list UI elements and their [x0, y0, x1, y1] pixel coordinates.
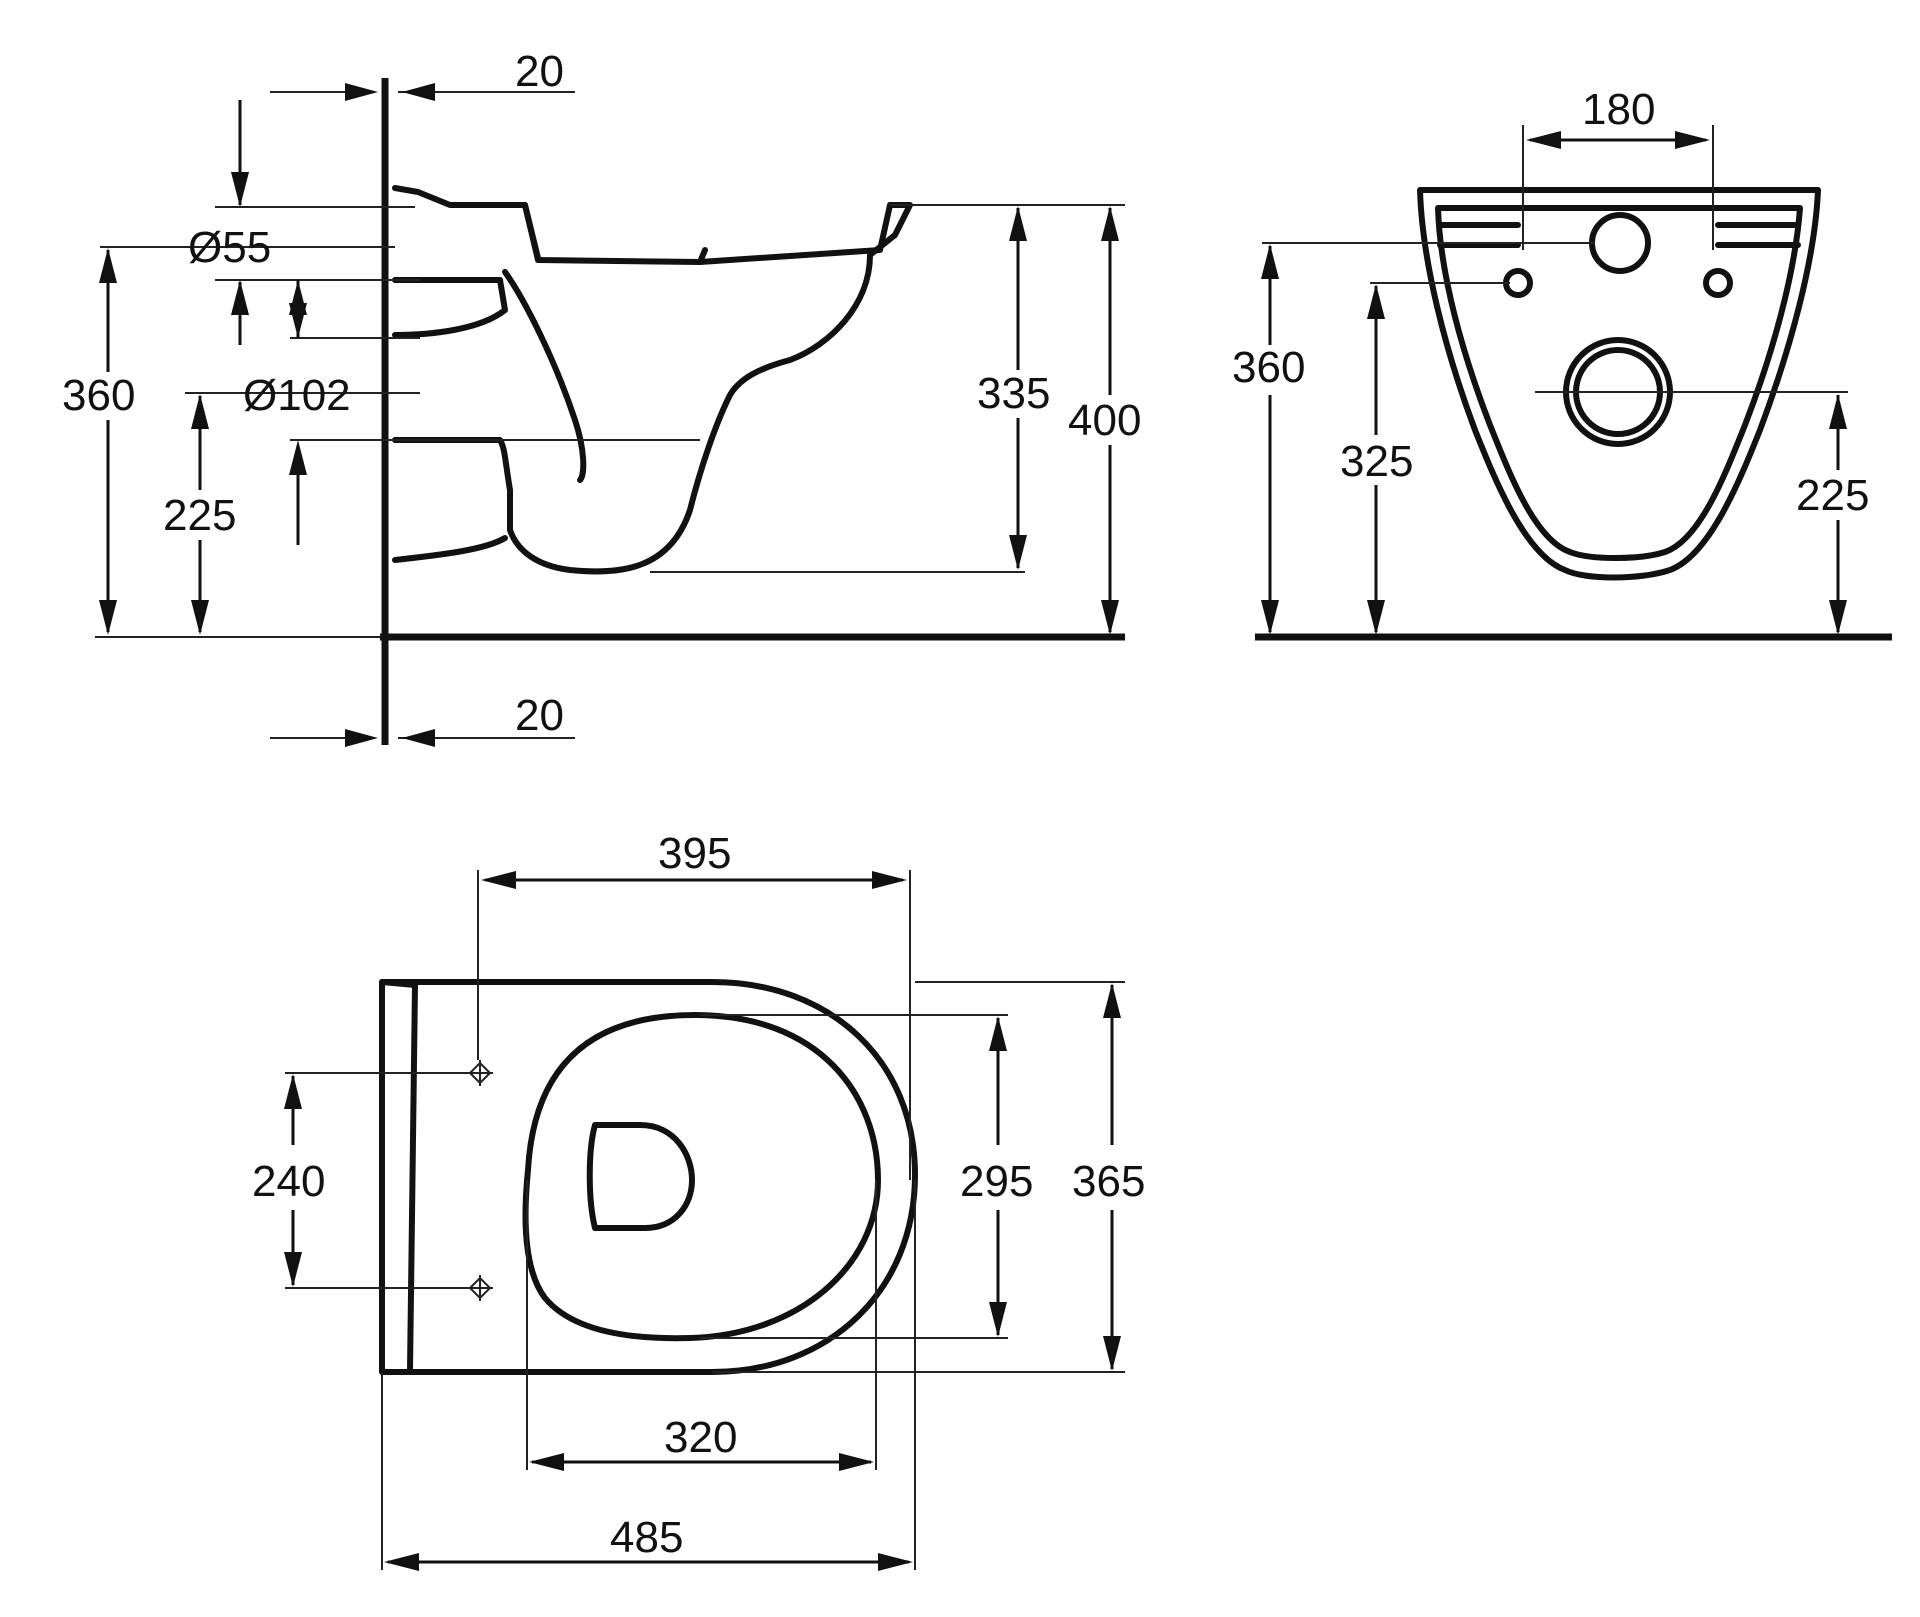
- rear-outer-outline: [1417, 187, 1821, 581]
- top-seat-outline: [522, 1012, 881, 1342]
- side-rim-top: [522, 202, 708, 265]
- rear-view: 180 360 325 225: [1232, 85, 1892, 641]
- side-bowl-outline: [392, 185, 913, 575]
- rear-arrows: [1261, 131, 1847, 635]
- rear-right-slot: [1715, 222, 1801, 248]
- top-arrows: [284, 871, 1121, 1571]
- dim-bowl-length: 395: [658, 829, 731, 878]
- top-outer-outline: [379, 979, 918, 1375]
- top-bowl-opening: [586, 1122, 695, 1231]
- dim-overall-width: 365: [1072, 1157, 1145, 1206]
- side-trap-inner: [502, 269, 587, 483]
- dim-overall-length: 485: [610, 1513, 683, 1562]
- dim-inlet-diameter: Ø55: [188, 223, 271, 272]
- side-bowl-base: [392, 535, 508, 563]
- side-arrows: [99, 83, 1119, 747]
- dim-side-inlet-height: 360: [62, 371, 135, 420]
- dim-seat-length: 320: [664, 1413, 737, 1462]
- side-inlet-stub: [392, 277, 508, 338]
- dim-outlet-diameter: Ø102: [243, 371, 351, 420]
- dim-wall-offset-top: 20: [515, 47, 564, 96]
- dim-bolt-spacing: 180: [1582, 85, 1655, 134]
- side-view: 20 20 Ø55 Ø102 360 225 335 400: [62, 47, 1141, 747]
- rear-guide-lines: [1262, 125, 1848, 393]
- top-back-plate: [379, 979, 418, 1373]
- dim-seat-width: 295: [960, 1157, 1033, 1206]
- dim-rear-bolt-height: 325: [1340, 437, 1413, 486]
- rear-right-bolt-hole: [1703, 268, 1733, 298]
- dim-fixing-spacing: 240: [252, 1157, 325, 1206]
- top-fixing-points: [467, 1060, 493, 1301]
- top-guide-lines: [285, 870, 1125, 1570]
- rear-inner-outline: [1435, 205, 1803, 561]
- dim-rear-inlet-height: 360: [1232, 343, 1305, 392]
- dim-wall-offset-bottom: 20: [515, 691, 564, 740]
- rear-inlet-hole: [1589, 212, 1651, 274]
- top-view: 395 240 295 365 320 485: [252, 829, 1145, 1571]
- dim-rear-outlet-height: 225: [1796, 471, 1869, 520]
- dim-rim-height: 400: [1068, 396, 1141, 445]
- dim-rim-to-bottom: 335: [977, 369, 1050, 418]
- dim-side-outlet-height: 225: [163, 491, 236, 540]
- rear-left-slot: [1437, 222, 1521, 248]
